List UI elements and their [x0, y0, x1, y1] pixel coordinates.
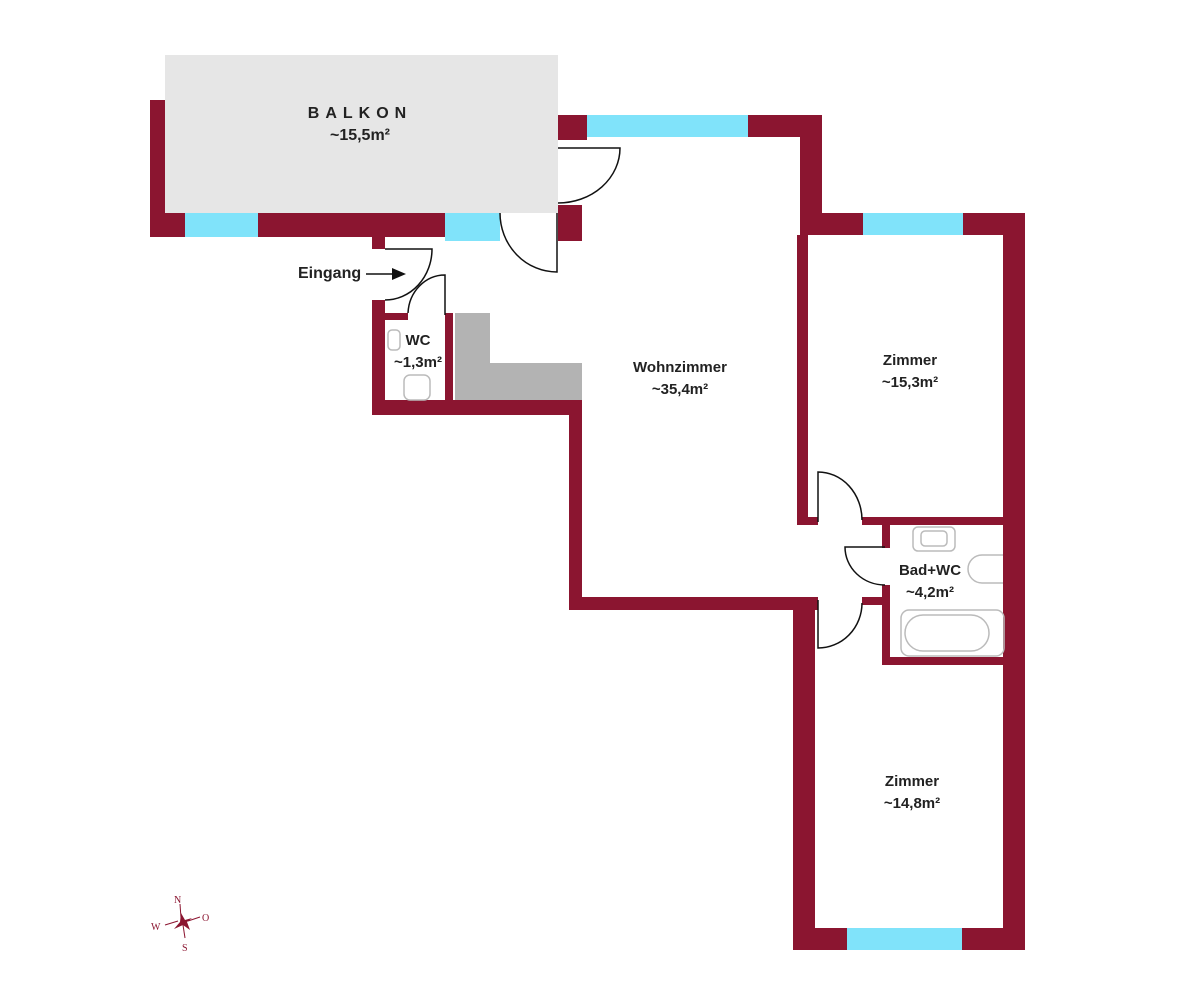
room-area: ~1,3m² [394, 354, 442, 371]
room-name: Bad+WC [898, 562, 962, 579]
compass-o: O [202, 913, 209, 924]
room-area: ~4,2m² [906, 584, 954, 601]
room-name: Zimmer [884, 773, 940, 790]
room-area: ~14,8m² [883, 795, 941, 812]
entrance-label: Eingang [298, 265, 362, 282]
room-name: BALKON [307, 105, 413, 122]
balcony-area [165, 55, 558, 213]
entrance-arrow-icon [366, 268, 406, 280]
room-area: ~15,3m² [881, 374, 939, 391]
compass-s: S [182, 943, 188, 954]
room-wc: WC ~1,3m² [383, 330, 453, 374]
room-balkon: BALKON ~15,5m² [260, 103, 460, 147]
compass-n: N [174, 895, 181, 906]
doors [384, 147, 886, 649]
kitchen-counter [455, 313, 582, 400]
room-bad-wc: Bad+WC ~4,2m² [885, 560, 975, 604]
windows [185, 115, 963, 950]
room-area: ~35,4m² [651, 381, 709, 398]
sanitary-fixtures [387, 329, 1005, 657]
room-zimmer-2: Zimmer ~14,8m² [862, 771, 962, 815]
compass-icon: N S W O [151, 895, 209, 954]
room-name: WC [405, 332, 431, 349]
room-name: Wohnzimmer [633, 359, 727, 376]
room-area: ~15,5m² [329, 127, 391, 144]
room-zimmer-1: Zimmer ~15,3m² [860, 350, 960, 394]
room-wohnzimmer: Wohnzimmer ~35,4m² [610, 357, 750, 401]
compass-w: W [151, 922, 161, 933]
room-name: Zimmer [882, 352, 938, 369]
